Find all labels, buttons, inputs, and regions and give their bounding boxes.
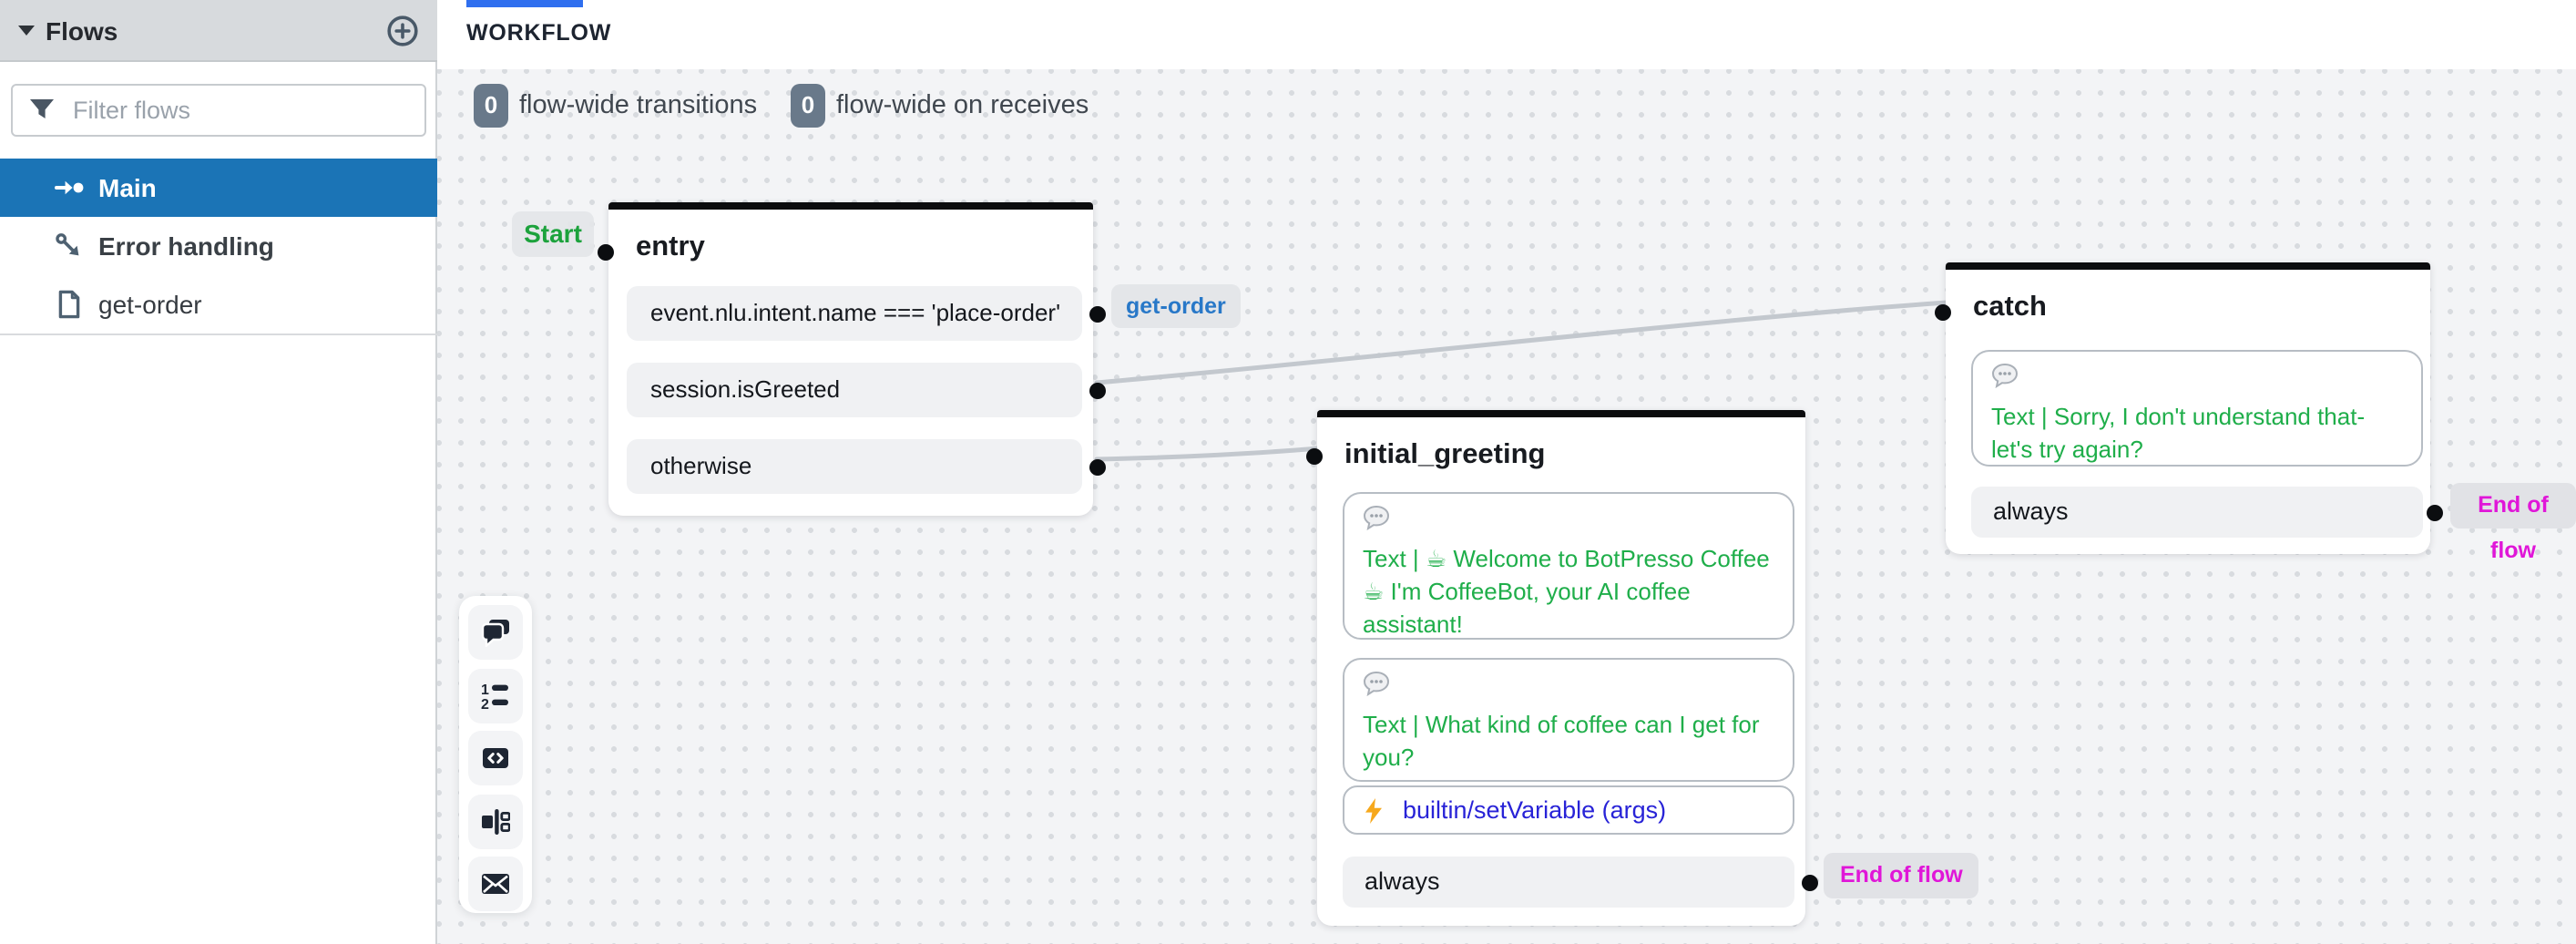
start-badge: Start	[512, 211, 594, 257]
collapse-caret-icon[interactable]	[18, 25, 35, 36]
message-text: Text | ☕ Welcome to BotPresso Coffee ☕ I…	[1363, 545, 1770, 638]
sidebar-item-main[interactable]: Main	[0, 159, 437, 217]
node-entry[interactable]: entry event.nlu.intent.name === 'place-o…	[598, 202, 1106, 516]
message-text: Text | Sorry, I don't understand that- l…	[1991, 403, 2366, 463]
node-title: initial_greeting	[1344, 439, 1546, 470]
sidebar-item-label: get-order	[98, 290, 202, 319]
input-port-dot[interactable]	[598, 243, 614, 260]
output-port-dot[interactable]	[1089, 458, 1106, 475]
input-port-dot[interactable]	[1306, 447, 1323, 464]
tab-strip	[437, 0, 2576, 69]
output-port-dot[interactable]	[1089, 382, 1106, 398]
envelope-tool-button[interactable]	[468, 857, 523, 911]
output-port-dot[interactable]	[1089, 305, 1106, 322]
sidebar-divider	[0, 333, 437, 335]
condition-row[interactable]: otherwise	[627, 439, 1082, 494]
svg-text:2: 2	[481, 696, 489, 710]
lightning-icon	[1365, 797, 1382, 823]
end-of-flow-badge: End of flow	[1824, 853, 1979, 898]
message-text: Text | What kind of coffee can I get for…	[1363, 711, 1760, 771]
message-icon	[1363, 671, 1390, 697]
error-route-icon	[55, 231, 84, 261]
flow-wide-transitions-count[interactable]: 0	[474, 84, 508, 128]
transition-badge-get-order[interactable]: get-order	[1111, 284, 1241, 328]
numbered-list-icon: 12	[481, 682, 508, 710]
condition-row[interactable]: session.isGreeted	[627, 363, 1082, 417]
add-flow-button[interactable]	[386, 15, 419, 47]
start-arrow-icon	[55, 173, 84, 202]
file-icon	[55, 290, 84, 319]
flow-wide-on-receives-count[interactable]: 0	[791, 84, 825, 128]
node-catch[interactable]: catch Text | Sorry, I don't understand t…	[1935, 262, 2443, 554]
sidebar-item-label: Error handling	[98, 231, 274, 261]
message-icon	[1991, 363, 2019, 389]
filter-funnel-icon	[30, 99, 54, 118]
output-port-dot[interactable]	[1802, 874, 1818, 890]
input-port-dot[interactable]	[1935, 303, 1951, 320]
action-text: builtin/setVariable (args)	[1403, 796, 1667, 824]
always-row[interactable]: always	[1971, 487, 2423, 538]
filter-flows-input[interactable]	[69, 95, 404, 126]
sidebar-item-error-handling[interactable]: Error handling	[0, 217, 437, 275]
flow-wide-on-receives-label: flow-wide on receives	[836, 91, 1089, 120]
svg-text:1: 1	[481, 682, 489, 697]
message-card[interactable]: Text | What kind of coffee can I get for…	[1343, 658, 1794, 782]
filter-flows-box	[11, 84, 426, 137]
sidebar-title: Flows	[46, 15, 118, 45]
chat-tool-button[interactable]	[468, 605, 523, 660]
message-icon	[1363, 505, 1390, 531]
node-title: entry	[636, 231, 705, 262]
code-tool-button[interactable]	[468, 731, 523, 785]
message-card[interactable]: Text | ☕ Welcome to BotPresso Coffee ☕ I…	[1343, 492, 1794, 640]
sidebar-item-get-order[interactable]: get-order	[0, 275, 437, 333]
flow-wide-transitions-label: flow-wide transitions	[519, 91, 758, 120]
condition-row[interactable]: event.nlu.intent.name === 'place-order'	[627, 286, 1082, 341]
code-icon	[483, 748, 508, 768]
action-card[interactable]: builtin/setVariable (args)	[1343, 785, 1794, 835]
output-port-dot[interactable]	[2427, 504, 2443, 520]
tab-workflow[interactable]: WORKFLOW	[466, 20, 612, 46]
always-row[interactable]: always	[1343, 857, 1794, 908]
split-icon	[482, 808, 510, 834]
envelope-icon	[482, 874, 509, 894]
flows-sidebar: Flows Main Error handling get-or	[0, 0, 437, 944]
node-title: catch	[1973, 292, 2047, 323]
sidebar-item-label: Main	[98, 173, 157, 202]
split-tool-button[interactable]	[468, 794, 523, 848]
end-of-flow-badge: End of flow	[2450, 483, 2576, 563]
chat-icon	[481, 620, 509, 647]
flows-header[interactable]: Flows	[0, 0, 437, 62]
active-tab-indicator	[466, 0, 583, 7]
message-card[interactable]: Text | Sorry, I don't understand that- l…	[1971, 350, 2423, 467]
node-initial-greeting[interactable]: initial_greeting Text | ☕ Welcome to Bot…	[1306, 410, 1818, 926]
